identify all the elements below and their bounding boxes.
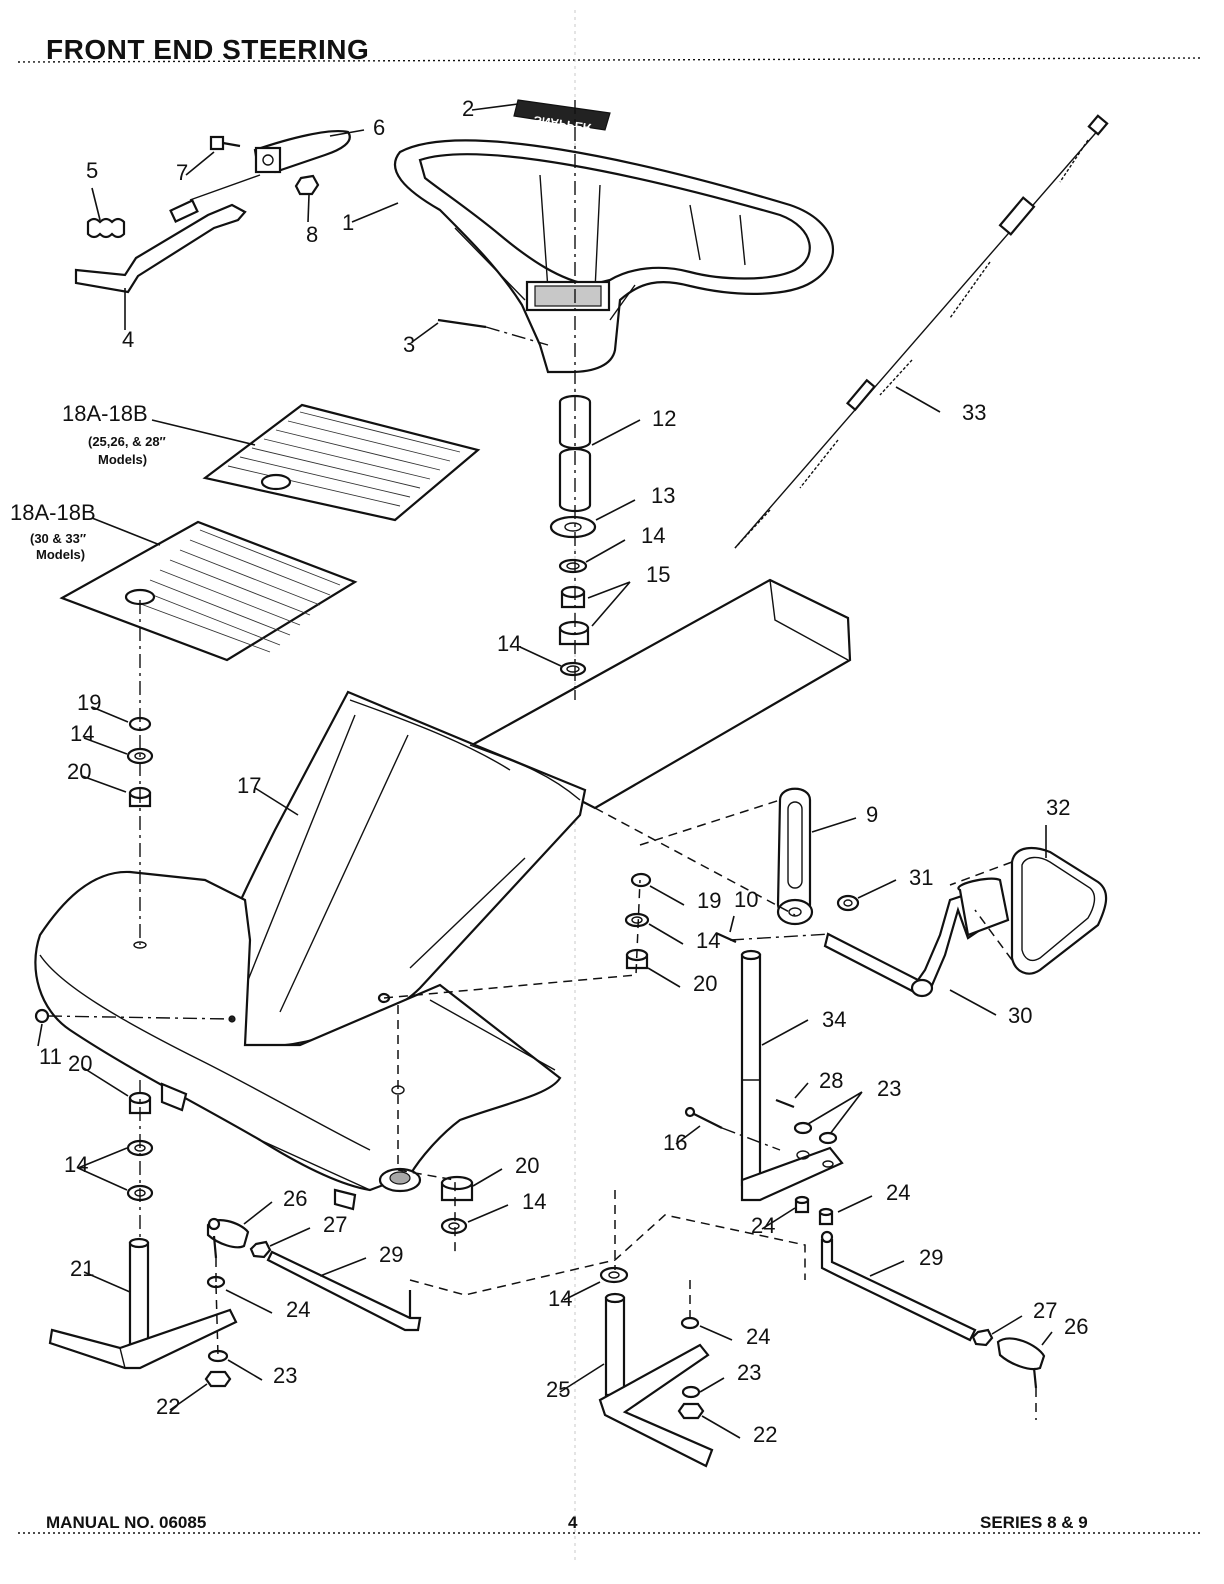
right-spindle-part-25 — [600, 1268, 712, 1466]
callout-8: 8 — [306, 222, 318, 247]
callout-3: 3 — [403, 332, 415, 357]
callout-14: 14 — [522, 1189, 546, 1214]
callout-28: 28 — [819, 1068, 843, 1093]
callout-17: 17 — [237, 773, 261, 798]
steering-wheel-part-1 — [395, 140, 833, 372]
callout-29: 29 — [379, 1242, 403, 1267]
callout-11: 11 — [39, 1044, 62, 1069]
callout-27: 27 — [323, 1212, 347, 1237]
callout-33: 33 — [962, 400, 986, 425]
callout-22: 22 — [753, 1422, 777, 1447]
callout-14: 14 — [64, 1152, 88, 1177]
model-label-lower: 18A-18B (30 & 33″ Models) — [10, 500, 96, 562]
model-code-upper: 18A-18B — [62, 401, 148, 426]
callout-4: 4 — [122, 327, 134, 352]
model-note-upper-2: Models) — [98, 452, 147, 467]
model-code-lower: 18A-18B — [10, 500, 96, 525]
callout-23: 23 — [737, 1360, 761, 1385]
callout-29: 29 — [919, 1245, 943, 1270]
callout-14: 14 — [641, 523, 665, 548]
callout-14: 14 — [696, 928, 720, 953]
model-label-upper: 18A-18B (25,26, & 28″ Models) — [62, 401, 166, 467]
callout-2: 2 — [462, 96, 474, 121]
callout-34: 34 — [822, 1007, 846, 1032]
grease-fitting-part-11 — [36, 1010, 48, 1022]
callout-24: 24 — [886, 1180, 910, 1205]
center-bushings-20-14 — [442, 1177, 472, 1233]
callout-12: 12 — [652, 406, 676, 431]
callout-25: 25 — [546, 1377, 570, 1402]
column-bushings-parts-12-15 — [551, 396, 595, 675]
callout-26: 26 — [1064, 1314, 1088, 1339]
floor-plate-upper-part-18 — [205, 405, 478, 520]
callout-13: 13 — [651, 483, 675, 508]
manual-number: MANUAL NO. 06085 — [46, 1513, 206, 1533]
callout-6: 6 — [373, 115, 385, 140]
callout-24: 24 — [746, 1324, 770, 1349]
callout-19: 19 — [77, 690, 101, 715]
callout-9: 9 — [866, 802, 878, 827]
callout-22: 22 — [156, 1394, 180, 1419]
pedal-pad-part-32 — [1012, 848, 1106, 974]
callout-23: 23 — [877, 1076, 901, 1101]
page-number: 4 — [568, 1513, 577, 1533]
frame-part-17 — [35, 580, 850, 1209]
callout-26: 26 — [283, 1186, 307, 1211]
callout-5: 5 — [86, 158, 98, 183]
callout-23: 23 — [273, 1363, 297, 1388]
callout-31: 31 — [909, 865, 933, 890]
callout-30: 30 — [1008, 1003, 1032, 1028]
roll-pin-part-3 — [438, 320, 486, 327]
callout-14: 14 — [497, 631, 521, 656]
callout-14: 14 — [70, 721, 94, 746]
callout-20: 20 — [68, 1051, 92, 1076]
callout-14: 14 — [548, 1286, 572, 1311]
throttle-cable-part-33 — [735, 116, 1107, 548]
callout-24: 24 — [286, 1297, 310, 1322]
steering-arm-part-9 — [716, 789, 858, 942]
model-note-upper-1: (25,26, & 28″ — [88, 434, 166, 449]
callout-20: 20 — [67, 759, 91, 784]
callout-1: 1 — [342, 210, 354, 235]
model-note-lower-1: (30 & 33″ — [30, 531, 86, 546]
callout-32: 32 — [1046, 795, 1070, 820]
callout-24: 24 — [751, 1213, 775, 1238]
header-rule — [18, 58, 1200, 62]
callout-27: 27 — [1033, 1298, 1057, 1323]
left-tie-rod-parts-26-27-29 — [208, 1219, 420, 1330]
floor-plate-lower-part-18 — [62, 522, 355, 660]
callout-10: 10 — [734, 887, 758, 912]
callout-21: 21 — [70, 1256, 94, 1281]
callout-16: 16 — [663, 1130, 687, 1155]
callout-20: 20 — [693, 971, 717, 996]
snapper-logo-plate-part-2: SNAPPER — [514, 100, 610, 135]
series-label: SERIES 8 & 9 — [980, 1513, 1088, 1533]
callout-15: 15 — [646, 562, 670, 587]
model-note-lower-2: Models) — [36, 547, 85, 562]
callout-7: 7 — [176, 160, 188, 185]
callout-19: 19 — [697, 888, 721, 913]
callout-20: 20 — [515, 1153, 539, 1178]
